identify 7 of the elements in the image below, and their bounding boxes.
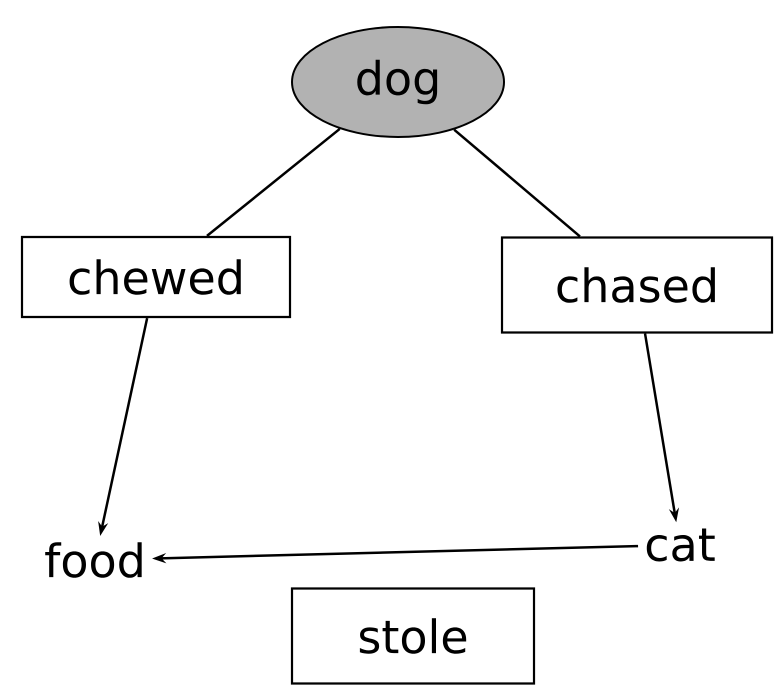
concept-text: cat bbox=[646, 528, 715, 562]
relation-box: stole bbox=[290, 587, 536, 685]
concept-text: food bbox=[45, 542, 142, 578]
connector-line bbox=[206, 128, 340, 237]
relation-box: chewed bbox=[20, 236, 292, 318]
connector-line bbox=[453, 128, 581, 238]
relation-box: chased bbox=[500, 236, 774, 334]
